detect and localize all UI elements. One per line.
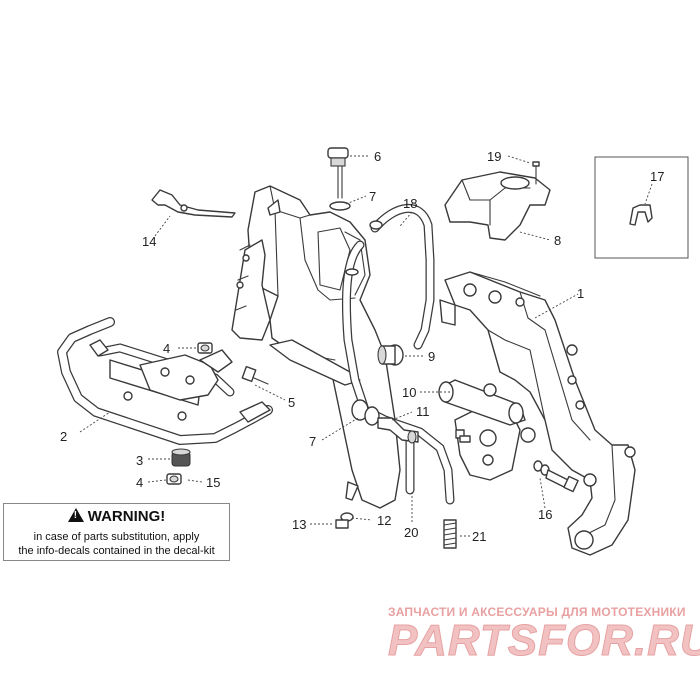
warning-line-1: in case of parts substitution, apply: [33, 531, 200, 543]
watermark-brand-logo: PARTSFOR.RU: [388, 616, 700, 666]
part-9-rubber-mount: [377, 344, 404, 366]
warning-heading: !WARNING!: [4, 508, 229, 525]
hose-clamp: [345, 268, 359, 276]
part-5-bolt: [241, 365, 269, 385]
hose-clamp: [369, 220, 383, 230]
callout-9: 9: [428, 349, 435, 364]
part-3-rubber-bush: [171, 448, 191, 467]
part-21-spring: [443, 519, 457, 549]
part-14-bracket: [151, 189, 236, 218]
callout-5: 5: [288, 395, 295, 410]
part-11-fitting: [377, 417, 419, 444]
callout-11: 11: [416, 404, 430, 419]
side-panel: [231, 239, 271, 341]
callout-6: 6: [374, 149, 381, 164]
callout-3: 3: [136, 453, 143, 468]
warning-line-2: the info-decals contained in the decal-k…: [18, 545, 215, 557]
callout-14: 14: [142, 234, 156, 249]
watermark-tagline: ЗАПЧАСТИ И АКСЕССУАРЫ ДЛЯ МОТОТЕХНИКИ: [388, 605, 686, 619]
part-7-washer-lower: [351, 399, 380, 426]
part-18-hose: [370, 204, 435, 350]
callout-18: 18: [403, 196, 417, 211]
callout-10: 10: [402, 385, 416, 400]
leader-lines: [79, 155, 653, 537]
callout-20: 20: [404, 525, 418, 540]
callout-17: 17: [650, 169, 664, 184]
warning-triangle-icon: !: [67, 508, 84, 522]
part-8-cover: [444, 171, 551, 241]
callout-19: 19: [487, 149, 501, 164]
part-2-tube-frame: [57, 317, 273, 445]
drain-tab: [345, 481, 359, 501]
callout-16: 16: [538, 507, 552, 522]
callout-4-lower: 4: [136, 475, 143, 490]
part-16-bolt: [533, 460, 579, 493]
callout-2: 2: [60, 429, 67, 444]
callout-12: 12: [377, 513, 391, 528]
callout-1: 1: [577, 286, 584, 301]
warning-title: WARNING!: [87, 508, 166, 525]
part-6-filler-cap: [327, 147, 349, 199]
small-bolt: [455, 429, 471, 443]
warning-box: !WARNING! in case of parts substitution,…: [3, 503, 230, 561]
part-4-nut-upper: [197, 342, 213, 354]
callout-4-upper: 4: [163, 341, 170, 356]
coolant-tank: [247, 185, 401, 509]
callout-7-upper: 7: [369, 189, 376, 204]
callout-8: 8: [554, 233, 561, 248]
part-17-clip: [629, 204, 653, 226]
part-7-washer-upper: [329, 201, 351, 211]
callout-7-lower: 7: [309, 434, 316, 449]
part-10-bracket: [438, 379, 536, 443]
callout-15: 15: [206, 475, 220, 490]
part-19-screw: [532, 161, 540, 185]
part-13-bolt: [335, 519, 349, 529]
callout-13: 13: [292, 517, 306, 532]
callout-labels: 1 2 3 4 4 5 6 7 7 8 9 10 11 12 13 14 15 …: [60, 149, 664, 544]
part-4-nut-lower: [166, 473, 182, 485]
callout-21: 21: [472, 529, 486, 544]
